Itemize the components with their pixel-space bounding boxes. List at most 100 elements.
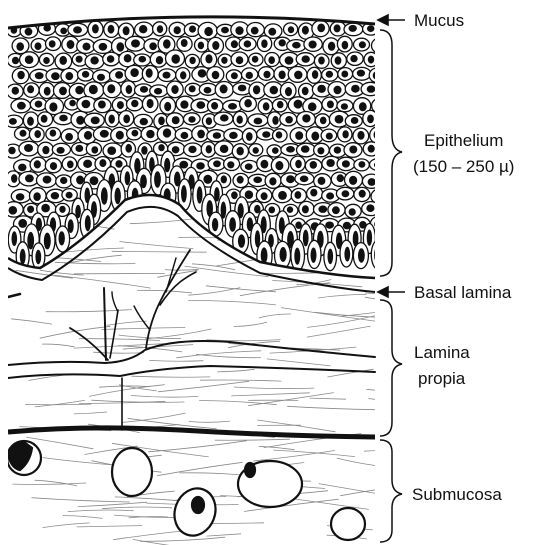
epithelial-cell-nucleus — [238, 85, 247, 92]
collagen-fiber — [32, 498, 130, 502]
collagen-fiber — [192, 264, 235, 270]
epithelial-cell-nucleus — [147, 99, 154, 108]
epithelial-cell-nucleus — [76, 176, 84, 185]
epithelial-cell-nucleus — [172, 116, 180, 124]
epithelial-cell-nucleus — [107, 55, 115, 62]
epithelial-cell-nucleus — [59, 206, 65, 213]
epithelial-cell-nucleus — [357, 70, 365, 77]
epithelial-cell-nucleus — [318, 206, 327, 213]
collagen-fiber — [78, 502, 147, 506]
collagen-fiber — [310, 398, 346, 399]
epithelial-cell-nucleus — [328, 42, 335, 51]
epithelial-cell-nucleus — [376, 192, 383, 200]
epithelial-cell-nucleus — [301, 145, 310, 152]
epithelial-cell-nucleus — [126, 85, 133, 94]
collagen-fiber — [101, 328, 185, 330]
collagen-fiber — [196, 354, 261, 357]
epithelial-cell-nucleus — [43, 176, 52, 184]
epithelial-cell-nucleus — [358, 248, 365, 262]
epithelial-cell-nucleus — [295, 160, 302, 169]
epithelial-cell-nucleus — [76, 116, 84, 125]
basal-lamina-label: Basal lamina — [414, 283, 512, 302]
collagen-fiber — [91, 400, 184, 402]
epithelial-cell-nucleus — [17, 102, 26, 110]
epithelial-cell-nucleus — [125, 144, 132, 153]
epithelial-cell-nucleus — [59, 87, 67, 96]
epithelial-cell-nucleus — [221, 175, 227, 183]
epithelial-cell-nucleus — [188, 116, 195, 123]
collagen-fiber — [158, 381, 249, 392]
epithelial-cell-nucleus — [295, 131, 303, 140]
collagen-fiber — [218, 369, 255, 372]
lamina-propria-label-line1: Lamina — [414, 343, 470, 362]
epithelial-cell-nucleus — [154, 171, 161, 188]
epithelial-cell-nucleus — [33, 192, 40, 201]
epithelial-cell-nucleus — [312, 70, 318, 79]
epithelial-cell-nucleus — [221, 57, 227, 64]
mucus-arrowhead — [378, 15, 388, 25]
epithelial-cell-nucleus — [303, 230, 309, 247]
epithelial-cell-nucleus — [41, 204, 50, 213]
collagen-fiber — [188, 300, 276, 304]
epithelial-cell-nucleus — [24, 144, 33, 152]
epithelial-cell-nucleus — [181, 185, 187, 202]
epithelial-cell-nucleus — [73, 26, 82, 33]
epithelial-cell-nucleus — [368, 145, 375, 153]
epithelial-cell-nucleus — [373, 72, 380, 80]
epithelial-cell-nucleus — [82, 71, 89, 78]
epithelium-brace — [380, 30, 402, 276]
epithelial-cell-nucleus — [228, 103, 237, 110]
collagen-fiber — [112, 251, 207, 252]
collagen-fiber — [77, 526, 142, 527]
epithelial-cell-nucleus — [16, 42, 24, 51]
epithelial-cell-nucleus — [334, 147, 341, 154]
lamina-propria-label-line2: propia — [418, 369, 466, 388]
epithelial-cell-nucleus — [197, 130, 205, 139]
epithelial-cell-nucleus — [244, 99, 252, 107]
collagen-fiber — [231, 393, 309, 396]
epithelial-cell-nucleus — [212, 41, 219, 50]
epithelial-cell-nucleus — [35, 101, 43, 108]
epithelial-cell-nucleus — [60, 177, 67, 184]
epithelial-cell-nucleus — [50, 130, 57, 137]
epithelial-cell-nucleus — [204, 87, 212, 94]
epithelial-cell-nucleus — [300, 176, 309, 183]
epithelial-cell-nucleus — [349, 208, 356, 216]
epithelial-cell-nucleus — [171, 85, 178, 94]
epithelial-cell-nucleus — [276, 131, 283, 138]
epithelial-cell-nucleus — [367, 115, 374, 124]
submucosa-brace — [380, 440, 402, 542]
epithelial-cell-nucleus — [237, 116, 243, 124]
epithelial-cell-nucleus — [285, 56, 294, 64]
epithelial-cell-nucleus — [35, 250, 41, 265]
epithelial-cell-nucleus — [374, 162, 383, 169]
epithelial-cell-nucleus — [97, 74, 105, 81]
epithelial-cell-nucleus — [359, 102, 367, 111]
epithelial-cell-nucleus — [310, 161, 317, 169]
epithelial-cell-nucleus — [130, 68, 138, 77]
epithelial-cell-nucleus — [132, 130, 139, 137]
epithelial-cell-nucleus — [49, 40, 56, 47]
epithelial-cell-nucleus — [117, 101, 124, 109]
collagen-fiber — [40, 270, 84, 275]
epithelial-cell-nucleus — [309, 41, 317, 49]
epithelial-cell-nucleus — [12, 87, 19, 95]
epithelial-cell-nucleus — [65, 133, 73, 141]
epithelial-cell-nucleus — [238, 234, 245, 247]
epithelial-cell-nucleus — [212, 71, 220, 80]
epithelial-cell-nucleus — [229, 217, 236, 232]
epithelial-cell-nucleus — [156, 56, 163, 64]
collagen-fiber — [131, 396, 199, 398]
epithelial-cell-nucleus — [197, 186, 203, 203]
collagen-fiber — [253, 451, 334, 462]
epithelial-cell-nucleus — [181, 132, 189, 139]
epithelial-cell-nucleus — [263, 71, 270, 78]
epithelial-cell-nucleus — [188, 146, 196, 153]
epithelial-cell-nucleus — [51, 72, 60, 80]
epithelial-cell — [370, 158, 390, 170]
epithelial-cell-nucleus — [285, 87, 292, 96]
epithelial-cell-nucleus — [310, 189, 317, 197]
collagen-fiber — [68, 510, 134, 512]
epithelial-cell-nucleus — [262, 131, 270, 138]
epithelial-cell-nucleus — [115, 188, 121, 205]
